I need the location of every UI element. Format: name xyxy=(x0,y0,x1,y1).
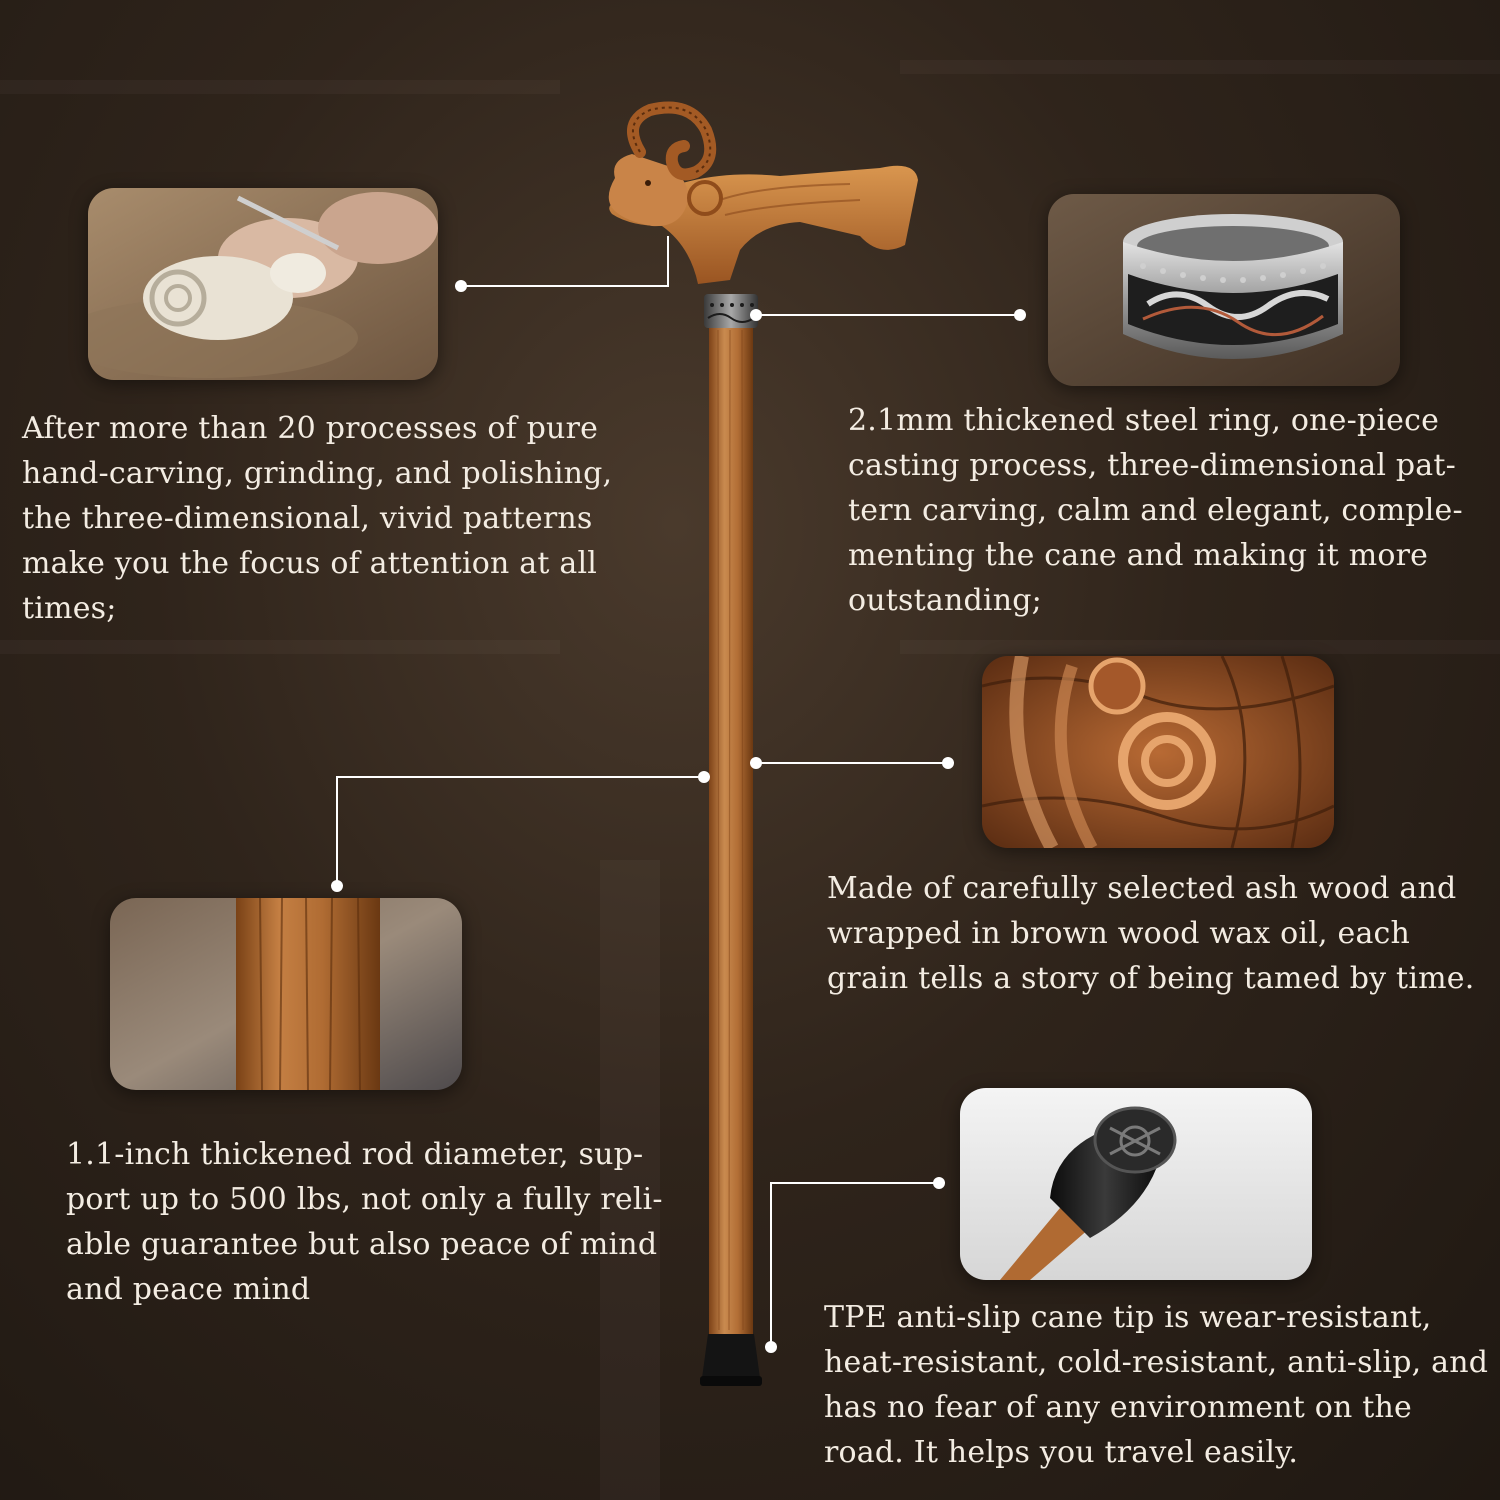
callout-dot xyxy=(455,280,467,292)
cane-shaft xyxy=(709,326,753,1336)
feature-text-steel-ring: 2.1mm thickened steel ring, one-piece ca… xyxy=(848,403,1463,618)
callout-line-tip xyxy=(770,1182,939,1347)
steel-ring-photo xyxy=(1048,194,1400,386)
callout-dot xyxy=(1014,309,1026,321)
callout-dot xyxy=(750,309,762,321)
callout-dot xyxy=(933,1177,945,1189)
callout-dot xyxy=(765,1341,777,1353)
feature-text-cane-tip: TPE anti-slip cane tip is wear-resistant… xyxy=(824,1300,1489,1470)
wood-grain-photo xyxy=(982,656,1334,848)
steel-collar-ring xyxy=(704,294,758,328)
callout-line-rod xyxy=(336,776,704,886)
callout-dot xyxy=(750,757,762,769)
rod-closeup-photo xyxy=(110,898,462,1090)
feature-text-rod-diameter: 1.1-inch thickened rod diameter, sup-por… xyxy=(66,1137,663,1307)
ram-head-handle xyxy=(608,101,918,284)
callout-dot xyxy=(331,880,343,892)
callout-dot xyxy=(942,757,954,769)
feature-text-ash-wood: Made of carefully selected ash wood and … xyxy=(827,871,1475,996)
anti-slip-tip xyxy=(702,1334,760,1378)
feature-text-hand-carving: After more than 20 processes of pure han… xyxy=(22,411,613,626)
rubber-tip-photo xyxy=(960,1088,1312,1280)
callout-dot xyxy=(698,771,710,783)
callout-line-carving xyxy=(461,236,669,287)
ram-carving-photo xyxy=(88,188,438,380)
